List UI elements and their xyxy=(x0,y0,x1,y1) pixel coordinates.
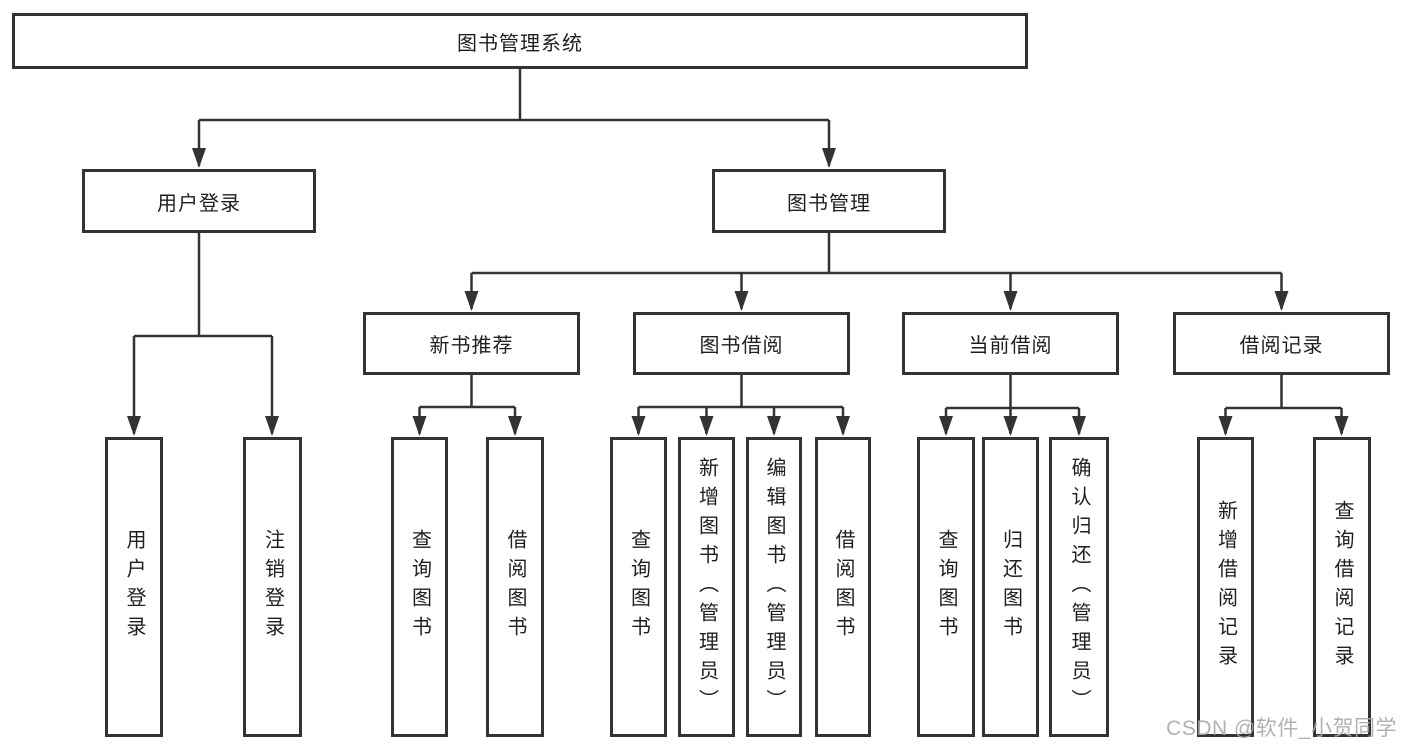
connector-borrowing-records-stem xyxy=(1225,375,1342,410)
leaf-current-search-books: 查询图书 xyxy=(917,437,975,737)
leaf-records-add-record: 新增借阅记录 xyxy=(1197,437,1254,737)
connector-book-management-stem xyxy=(471,233,1282,275)
leaf-newbook-search-books: 查询图书 xyxy=(391,437,448,737)
node-user-login: 用户登录 xyxy=(82,169,316,233)
node-borrowing-records: 借阅记录 xyxy=(1173,312,1390,375)
connector-root-stem xyxy=(199,69,829,122)
connector-user-login-stem xyxy=(134,233,272,338)
leaf-user-login: 用户登录 xyxy=(105,437,163,737)
node-current-borrowing: 当前借阅 xyxy=(902,312,1119,375)
leaf-borrowing-edit-books-admin: 编辑图书（管理员） xyxy=(746,437,802,737)
node-library-management-system: 图书管理系统 xyxy=(12,13,1028,69)
leaf-borrowing-add-books-admin: 新增图书（管理员） xyxy=(678,437,735,737)
connector-new-book-stem xyxy=(419,375,515,409)
leaf-current-confirm-return-admin: 确认归还（管理员） xyxy=(1049,437,1109,737)
leaf-borrowing-borrow-books: 借阅图书 xyxy=(815,437,871,737)
leaf-current-return-books: 归还图书 xyxy=(982,437,1039,737)
connector-current-borrowing-stem xyxy=(946,375,1079,410)
node-book-borrowing: 图书借阅 xyxy=(633,312,850,375)
node-book-management: 图书管理 xyxy=(712,169,946,233)
node-new-book-recommendation: 新书推荐 xyxy=(363,312,580,375)
leaf-newbook-borrow-books: 借阅图书 xyxy=(486,437,544,737)
leaf-records-search-record: 查询借阅记录 xyxy=(1313,437,1371,737)
leaf-logout: 注销登录 xyxy=(243,437,302,737)
connector-book-borrowing-stem xyxy=(638,375,843,409)
leaf-borrowing-search-books: 查询图书 xyxy=(610,437,667,737)
csdn-watermark: CSDN @软件_小贺同学 xyxy=(1166,717,1397,740)
